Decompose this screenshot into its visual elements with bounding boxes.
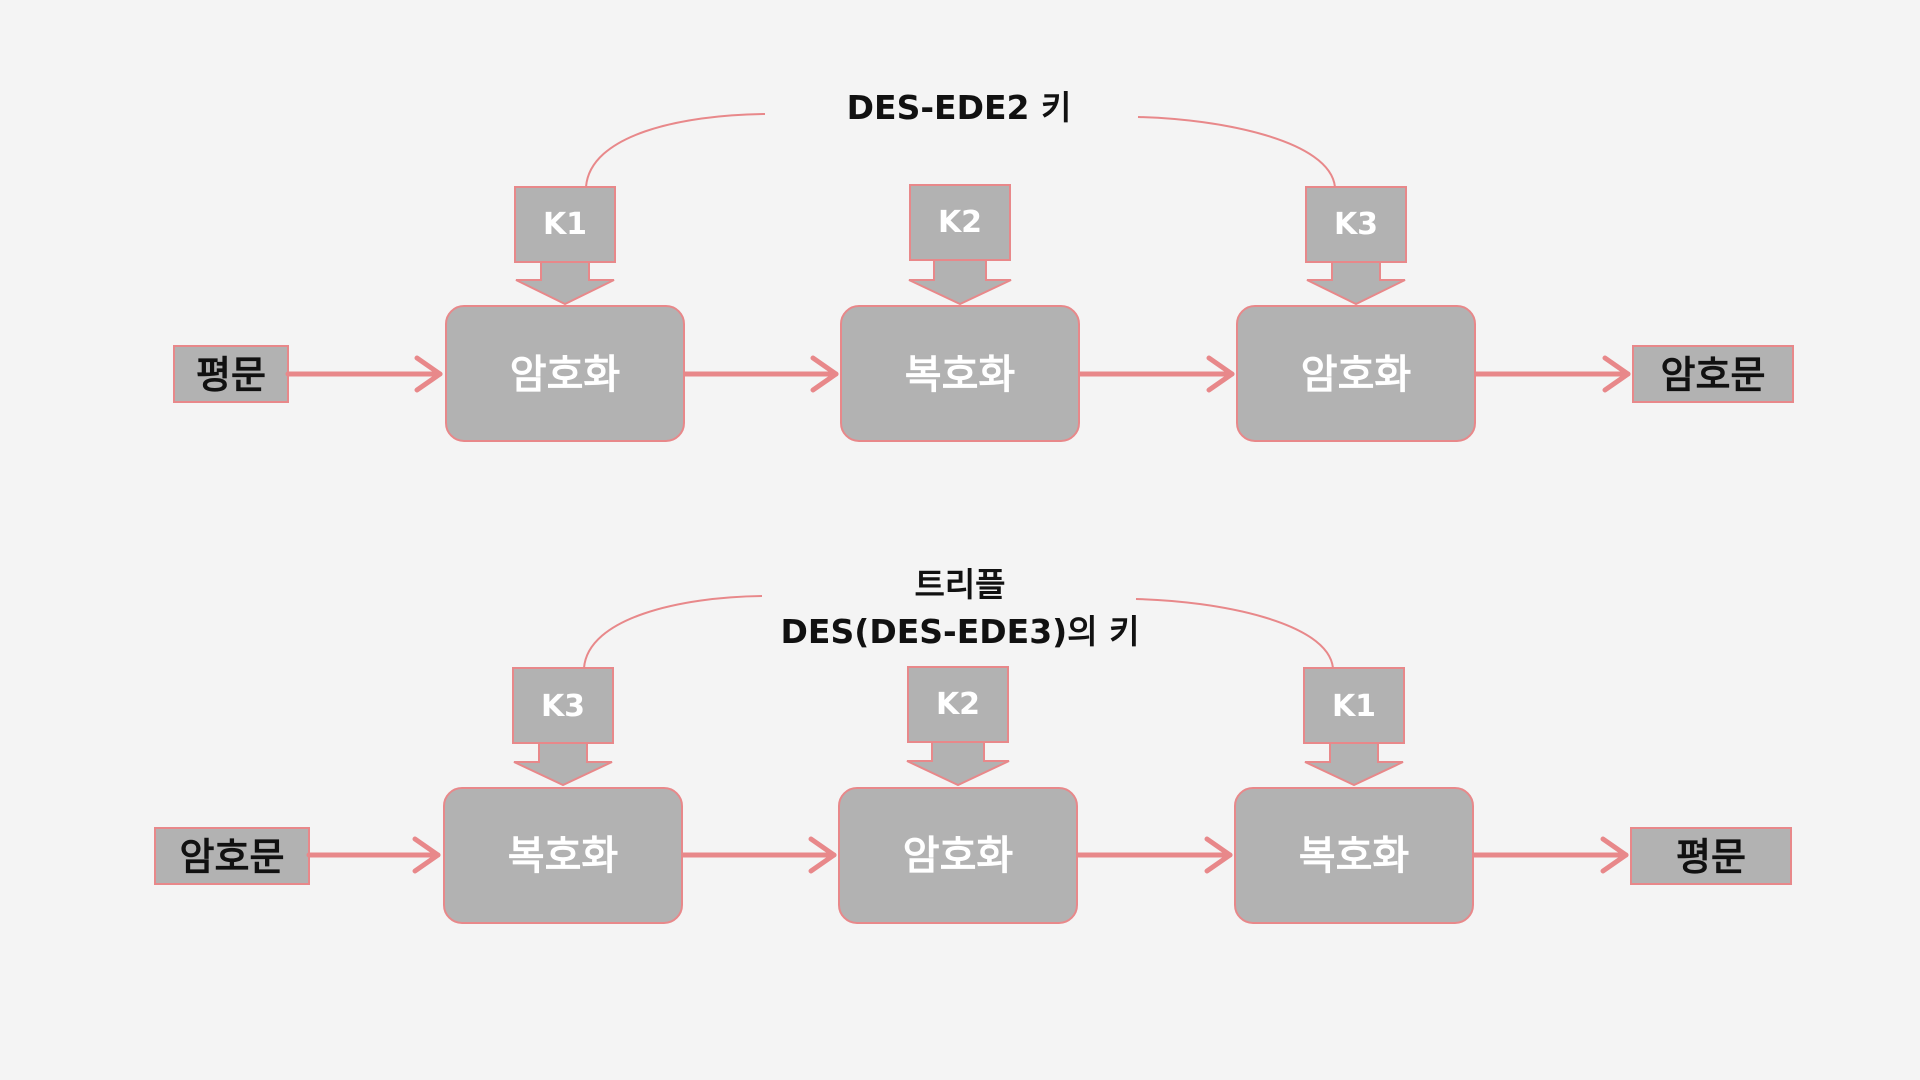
row-1-key-2-arrow — [908, 184, 1012, 306]
row-2-process-1-label: 복호화 — [508, 833, 619, 879]
row-1-key-1-arrow — [514, 186, 616, 306]
row-2-title-line-2: DES(DES-EDE3)의 키 — [781, 612, 1140, 651]
row-1-stage-1: K1 암호화 — [445, 186, 685, 442]
row-1-key-3-arrow — [1305, 186, 1407, 306]
row-1-input-label: 평문 — [196, 353, 266, 397]
row-2-input-box — [154, 827, 310, 885]
row-2-key-2-arrow — [906, 666, 1010, 787]
row-1-input-box — [173, 345, 289, 403]
row-1: DES-EDE2 키 평문 K1 암호화 — [173, 88, 1794, 442]
row-2-process-3-box — [1234, 787, 1474, 924]
row-2-flow-arrow-3 — [1075, 836, 1233, 874]
row-1-flow-arrow-2 — [681, 355, 839, 393]
row-2-stage-1: K3 복호화 — [443, 667, 683, 924]
row-1-flow-arrow-3 — [1077, 355, 1235, 393]
row-2-input-label: 암호문 — [180, 835, 285, 879]
row-1-process-3-box — [1236, 305, 1476, 442]
row-1-process-3-label: 암호화 — [1301, 352, 1412, 398]
row-1-output-label: 암호문 — [1661, 353, 1766, 397]
row-2: 트리플 DES(DES-EDE3)의 키 암호문 K3 — [154, 565, 1792, 924]
row-2-key-1-arrow — [512, 667, 614, 787]
row-2-output-label: 평문 — [1676, 835, 1746, 879]
row-1-flow-arrow-1 — [285, 355, 443, 393]
row-2-process-1-box — [443, 787, 683, 924]
row-2-output-box — [1630, 827, 1792, 885]
row-2-title-line-1: 트리플 — [914, 565, 1005, 604]
row-2-stage-3: K1 복호화 — [1234, 667, 1474, 924]
row-1-key-3-label: K3 — [1334, 207, 1378, 242]
row-1-key-2-label: K2 — [938, 205, 982, 240]
row-1-output-box — [1632, 345, 1794, 403]
row-2-key-2-label: K2 — [936, 687, 980, 722]
row-2-process-3-label: 복호화 — [1299, 833, 1410, 879]
row-2-stage-2: K2 암호화 — [838, 666, 1078, 924]
row-1-process-1-label: 암호화 — [510, 352, 621, 398]
row-2-flow-arrow-2 — [679, 836, 837, 874]
row-2-process-2-box — [838, 787, 1078, 924]
row-2-title-bracket-left — [583, 595, 763, 669]
row-2-flow-arrow-1 — [306, 836, 441, 874]
row-1-title-bracket-left — [585, 113, 766, 188]
row-2-key-3-arrow — [1303, 667, 1405, 787]
row-1-stage-3: K3 암호화 — [1236, 186, 1476, 442]
row-2-key-1-label: K3 — [541, 689, 585, 724]
row-1-title: DES-EDE2 키 — [847, 88, 1072, 127]
row-1-title-bracket-right — [1137, 116, 1336, 188]
row-1-flow-arrow-4 — [1473, 355, 1631, 393]
row-1-key-1-label: K1 — [543, 207, 587, 242]
row-1-process-2-box — [840, 305, 1080, 442]
row-1-stage-2: K2 복호화 — [840, 184, 1080, 442]
row-2-key-3-label: K1 — [1332, 689, 1376, 724]
row-2-process-2-label: 암호화 — [903, 833, 1014, 879]
row-1-process-1-box — [445, 305, 685, 442]
row-1-process-2-label: 복호화 — [905, 352, 1016, 398]
row-2-title-bracket-right — [1135, 598, 1334, 669]
row-2-flow-arrow-4 — [1471, 836, 1629, 874]
